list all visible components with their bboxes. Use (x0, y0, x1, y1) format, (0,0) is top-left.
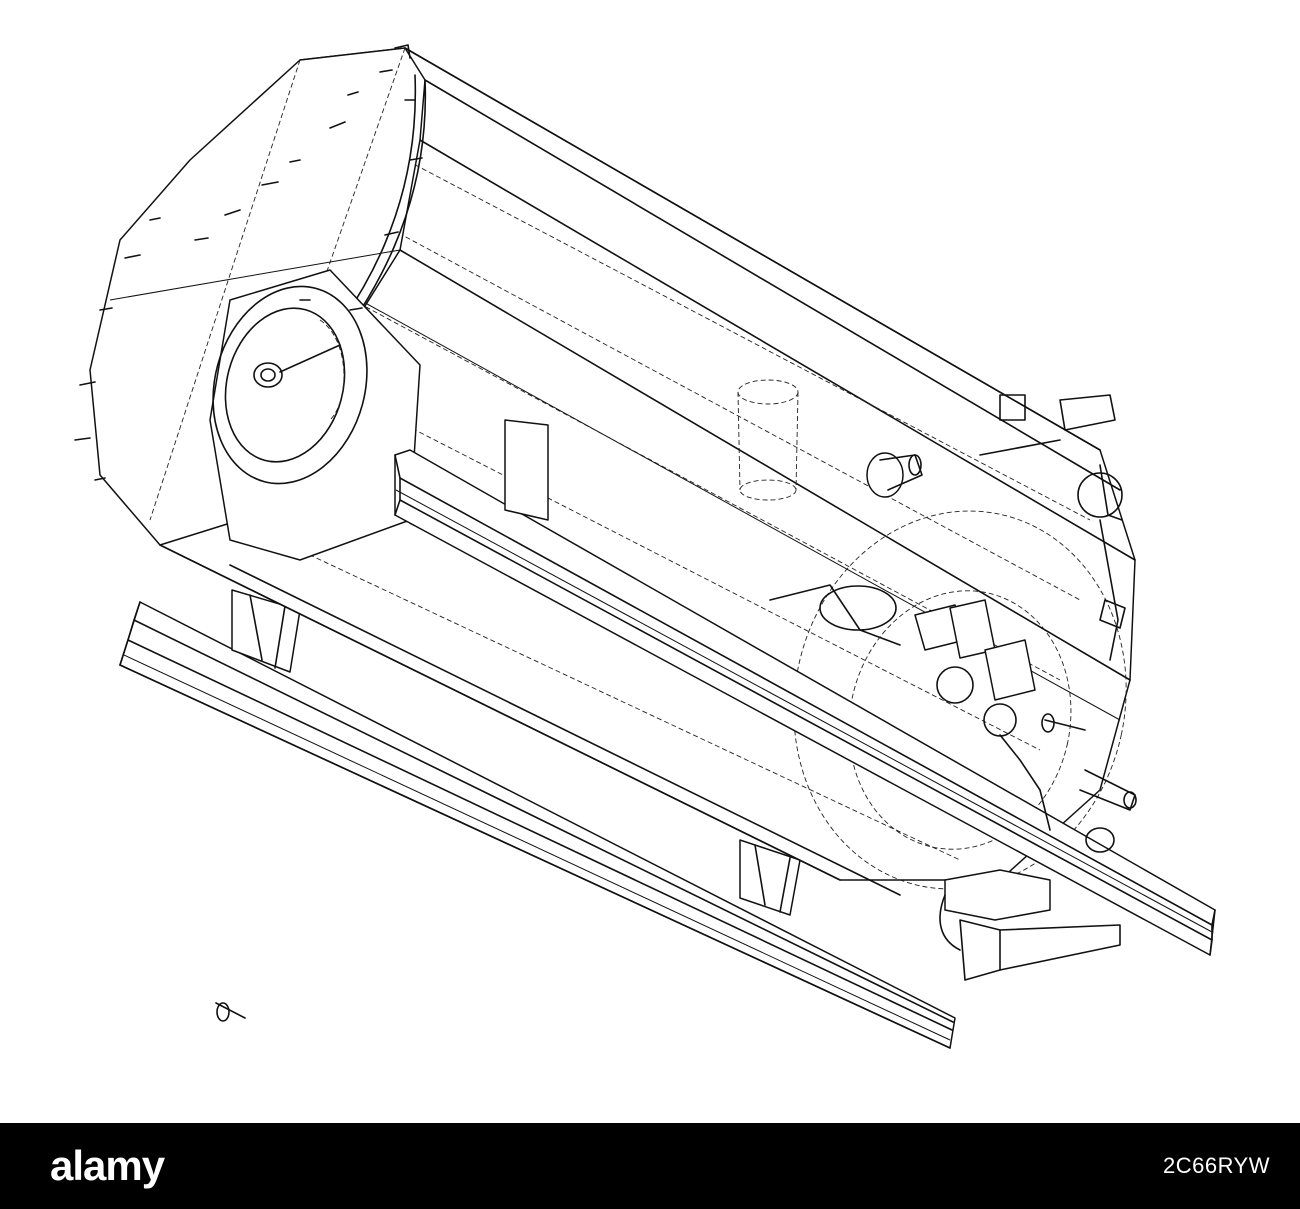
support-leg-right (739, 839, 801, 916)
center-support-post (504, 419, 549, 521)
rear-base-box (939, 769, 1137, 981)
valve-assembly (769, 394, 1126, 831)
alamy-logo: alamy (50, 1142, 165, 1189)
side-nozzle (866, 452, 923, 498)
lower-i-beam-rail (119, 601, 956, 1049)
upper-i-beam-rail (394, 449, 1216, 956)
image-id-label: 2C66RYW (1162, 1153, 1270, 1178)
watermark-footer-bar: alamy 2C66RYW (0, 1123, 1300, 1209)
perimeter-lugs (74, 44, 423, 481)
top-manway (737, 379, 799, 501)
burner-drum (209, 269, 421, 561)
boiler-wireframe-drawing (74, 44, 1216, 1049)
